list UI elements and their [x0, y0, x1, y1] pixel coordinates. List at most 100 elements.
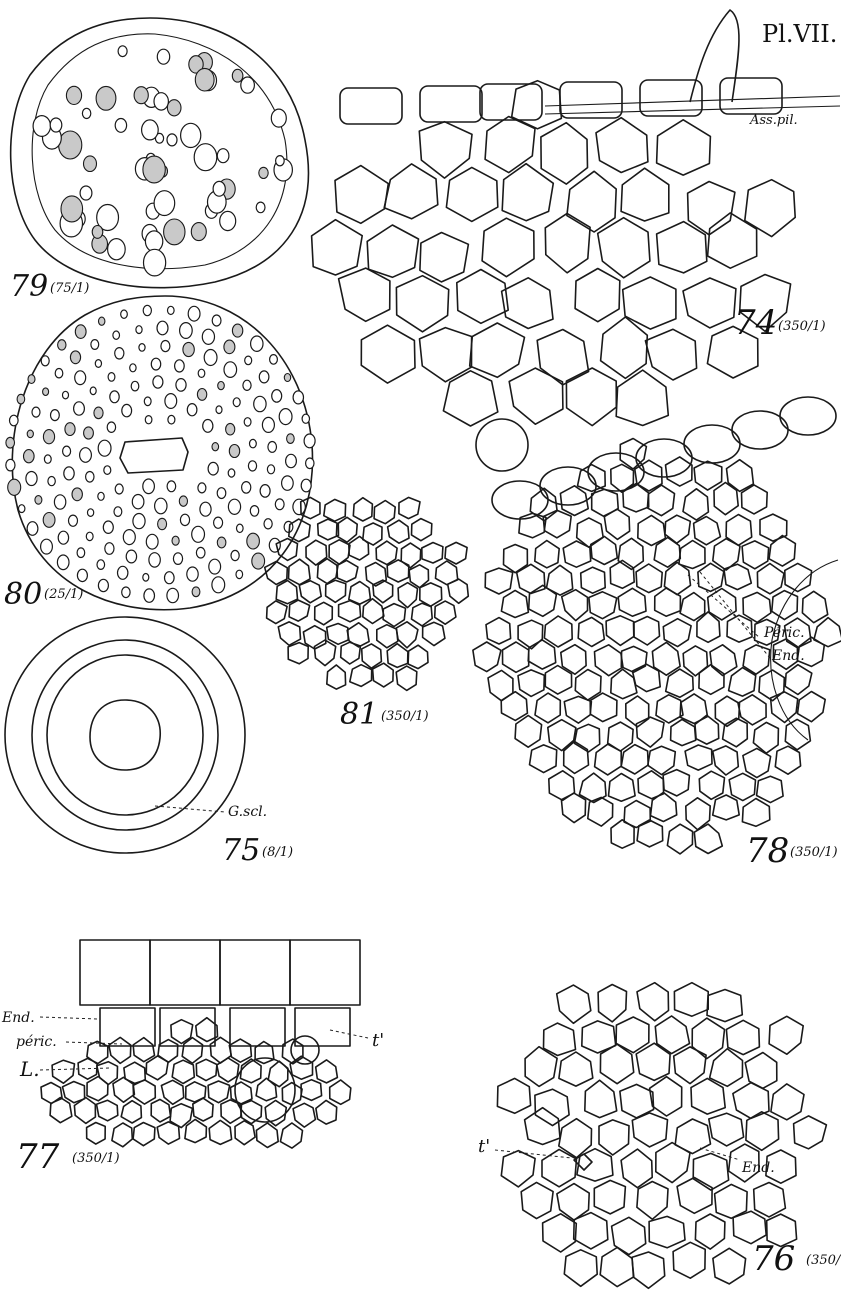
cell	[110, 391, 119, 403]
cell	[290, 1056, 312, 1079]
cell	[155, 498, 167, 514]
cell	[27, 430, 33, 438]
cell	[157, 321, 168, 335]
cell	[306, 458, 314, 469]
cell	[367, 225, 418, 277]
cell	[282, 476, 294, 490]
cell	[327, 624, 349, 645]
cell	[216, 406, 222, 414]
cell	[299, 581, 321, 603]
cell	[241, 77, 255, 93]
cell	[229, 1039, 251, 1062]
cell	[256, 1078, 277, 1101]
cell	[683, 646, 707, 676]
fig79-number: 79	[10, 269, 48, 304]
cell	[373, 580, 393, 603]
cell	[208, 1081, 230, 1103]
cell	[742, 485, 768, 514]
cell	[59, 131, 82, 159]
cell	[293, 499, 305, 514]
cell	[548, 720, 576, 751]
cell	[197, 389, 206, 401]
cell	[649, 1216, 685, 1247]
cell	[65, 423, 75, 436]
cell	[549, 771, 575, 801]
cell	[161, 341, 170, 352]
cell	[143, 479, 155, 494]
cell	[109, 1037, 131, 1063]
cell	[217, 149, 229, 163]
cell	[87, 1076, 108, 1100]
cell	[420, 233, 469, 282]
cell	[667, 824, 692, 854]
cell	[694, 517, 721, 545]
cell	[606, 616, 634, 646]
cell	[637, 983, 669, 1021]
cell	[293, 391, 303, 404]
cell	[657, 120, 711, 175]
cell	[377, 625, 398, 648]
cell	[75, 371, 86, 385]
cell	[122, 404, 132, 416]
cell	[51, 410, 60, 421]
cell	[237, 524, 244, 532]
cell	[98, 440, 111, 456]
cell	[82, 108, 90, 118]
cell	[242, 482, 251, 494]
endodermal-cell	[295, 1008, 350, 1046]
cell	[518, 620, 543, 649]
cell	[713, 1248, 746, 1284]
fig74-scale: (350/1)	[778, 319, 826, 334]
cell	[636, 717, 664, 747]
cell	[176, 379, 186, 392]
cell	[143, 574, 149, 582]
cell	[179, 496, 187, 506]
cell	[330, 1080, 351, 1104]
cell	[502, 278, 553, 329]
cell	[611, 820, 634, 848]
cell	[97, 560, 105, 570]
cell	[693, 1153, 728, 1190]
epidermal-cell	[480, 84, 542, 120]
cell	[214, 517, 223, 528]
cell	[32, 407, 40, 417]
cell	[595, 645, 624, 676]
cell	[518, 670, 544, 697]
cell	[729, 773, 755, 800]
cell	[123, 530, 135, 545]
cell	[94, 407, 103, 419]
cell	[61, 196, 83, 222]
cell	[112, 1123, 132, 1147]
cell	[482, 218, 534, 277]
cell	[209, 1120, 231, 1144]
cell	[58, 340, 66, 350]
cell	[115, 484, 123, 494]
cell	[674, 983, 708, 1017]
cell	[142, 120, 159, 140]
cell	[27, 522, 38, 536]
cell	[361, 325, 415, 383]
cell	[231, 550, 239, 560]
cell	[232, 324, 242, 337]
cell	[139, 344, 145, 352]
cell	[757, 564, 784, 594]
cell	[54, 495, 65, 509]
cell	[165, 394, 177, 409]
cell	[289, 600, 310, 621]
cell	[58, 531, 68, 544]
figure-77: End. péric. L. t' 77 (350/1)	[1, 940, 384, 1177]
cell	[114, 507, 122, 517]
cell	[84, 427, 94, 439]
cell	[105, 543, 114, 555]
cell	[286, 454, 297, 467]
fig75-label-g-scl: G.scl.	[228, 804, 267, 820]
cell	[785, 719, 810, 749]
cell	[663, 770, 689, 796]
cell	[6, 459, 15, 471]
cell	[537, 330, 588, 385]
cell	[118, 46, 127, 57]
cell	[362, 644, 382, 668]
cell	[588, 797, 613, 826]
cortex-cell	[780, 397, 836, 435]
fig77-number: 77	[16, 1137, 60, 1177]
